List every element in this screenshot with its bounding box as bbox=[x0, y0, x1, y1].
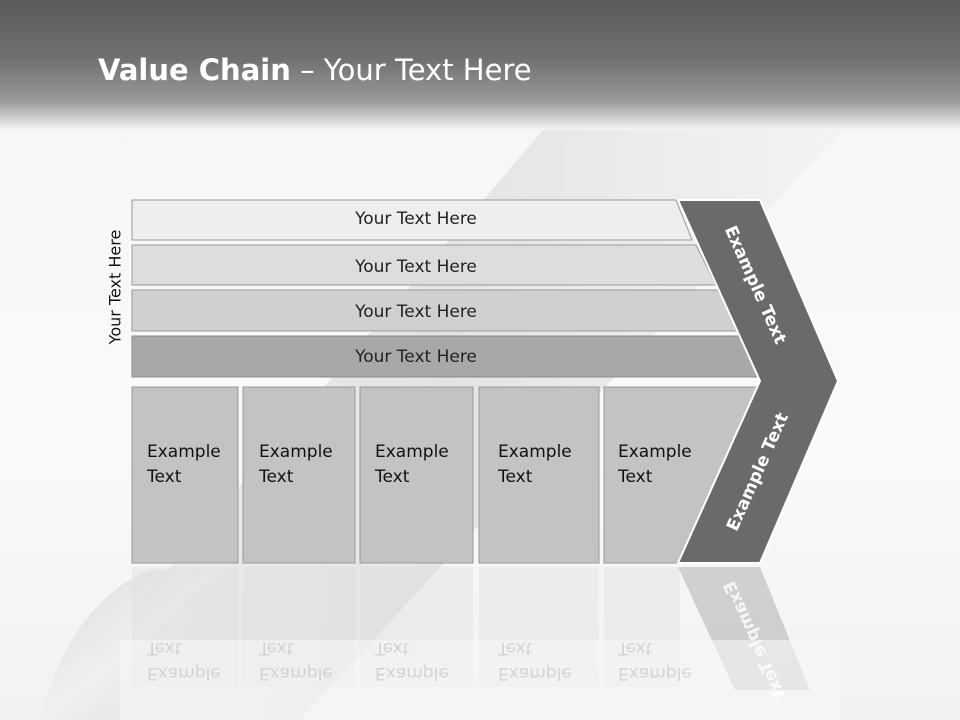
row-label-1: Your Text Here bbox=[355, 209, 477, 229]
column-label-1-line2: Text bbox=[147, 467, 182, 487]
column-box-3 bbox=[359, 386, 474, 564]
row-label-3: Your Text Here bbox=[355, 302, 477, 322]
page-title: Value Chain – Your Text Here bbox=[98, 53, 532, 87]
column-label-3-line2: Text bbox=[375, 467, 410, 487]
column-label-4-line2: Text bbox=[498, 467, 533, 487]
column-box-1 bbox=[131, 386, 239, 564]
header-band bbox=[0, 0, 960, 130]
column-label-5-line2: Text bbox=[618, 467, 653, 487]
column-label-2-line1: Example bbox=[259, 442, 333, 462]
title-rest: – Your Text Here bbox=[290, 53, 532, 87]
column-label-3-line1: Example bbox=[375, 442, 449, 462]
column-label-4-line1: Example bbox=[498, 442, 572, 462]
column-label-2-line2: Text bbox=[259, 467, 294, 487]
title-bold: Value Chain bbox=[98, 53, 291, 87]
chevron-arrow bbox=[676, 199, 840, 564]
column-box-2 bbox=[242, 386, 356, 564]
row-bar-1 bbox=[131, 199, 693, 241]
reflection-fade bbox=[120, 640, 840, 720]
column-label-5-line1: Example bbox=[618, 442, 692, 462]
column-box-4 bbox=[478, 386, 600, 564]
row-label-4: Your Text Here bbox=[355, 347, 477, 367]
row-label-2: Your Text Here bbox=[355, 257, 477, 277]
column-label-1-line1: Example bbox=[147, 442, 221, 462]
